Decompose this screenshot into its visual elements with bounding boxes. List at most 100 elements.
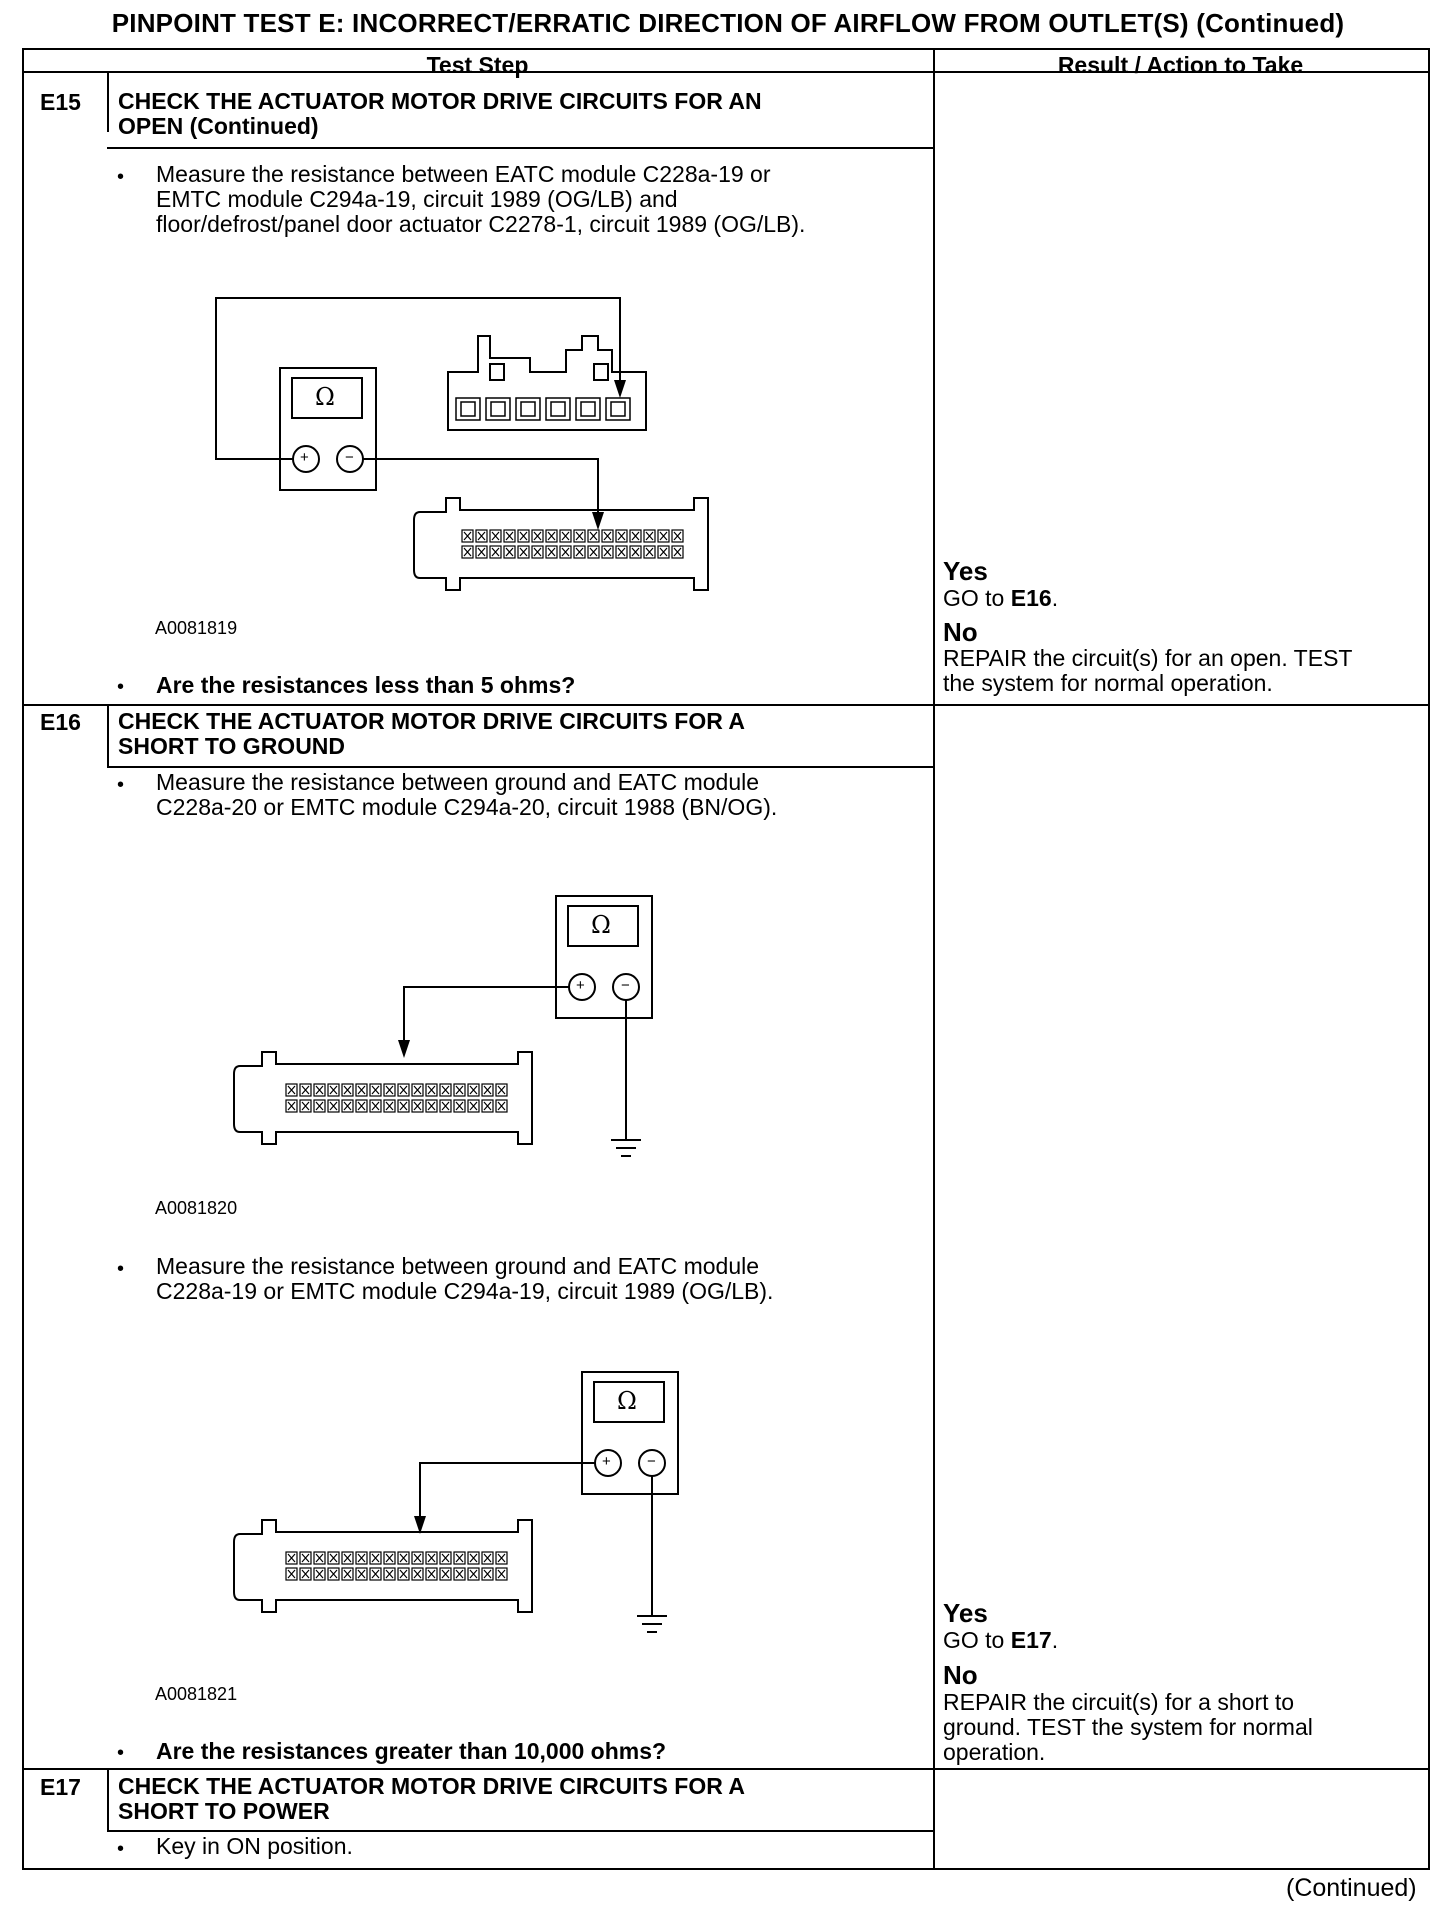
bullet: •: [117, 774, 125, 796]
connector-pin: [573, 545, 586, 559]
connector-pin: [643, 545, 656, 559]
connector-pin: [657, 545, 670, 559]
connector-pin: [313, 1567, 326, 1581]
connector-pin: [453, 1567, 466, 1581]
step-id: E16: [40, 709, 81, 735]
connector-pin: [489, 545, 502, 559]
connector-pin: [453, 1083, 466, 1097]
connector-pin: [355, 1099, 368, 1113]
figure-id: A0081820: [155, 1198, 238, 1218]
connector-pin: [481, 1083, 494, 1097]
connector-pin: [383, 1551, 396, 1565]
connector-pin: [341, 1099, 354, 1113]
step-rule: [24, 704, 1428, 706]
connector-pin: [313, 1099, 326, 1113]
connector-pin: [475, 529, 488, 543]
connector-pin: [467, 1083, 480, 1097]
connector-pin: [383, 1083, 396, 1097]
header-rule: [24, 71, 1428, 73]
actuator-pin: [605, 397, 631, 421]
connector-pin: [355, 1083, 368, 1097]
connector-pin: [327, 1099, 340, 1113]
pinpoint-test-table: [22, 48, 1430, 1870]
actuator-connector: [447, 335, 647, 431]
connector-pin: [601, 529, 614, 543]
module-connector: [233, 1519, 533, 1613]
connector-pin: [461, 545, 474, 559]
connector-pin: [495, 1551, 508, 1565]
connector-pin: [411, 1083, 424, 1097]
connector-pin: [467, 1551, 480, 1565]
connector-pin: [425, 1551, 438, 1565]
connector-pin: [587, 545, 600, 559]
ohm-symbol: Ω: [617, 1387, 637, 1415]
connector-pin: [601, 545, 614, 559]
connector-pin: [531, 529, 544, 543]
result-no-label: No: [943, 617, 978, 647]
ohmmeter: [581, 1371, 679, 1495]
ohmmeter: [555, 895, 653, 1019]
connector-pin: [285, 1083, 298, 1097]
step-id-divider: [107, 1770, 109, 1830]
connector-pin: [559, 529, 572, 543]
connector-pin: [643, 529, 656, 543]
connector-pin: [397, 1567, 410, 1581]
actuator-pin: [485, 397, 511, 421]
page-title: PINPOINT TEST E: INCORRECT/ERRATIC DIREC…: [111, 8, 1345, 38]
connector-pin: [495, 1083, 508, 1097]
connector-pin: [531, 545, 544, 559]
step-title-rule: [107, 1830, 933, 1832]
bullet: •: [117, 676, 125, 698]
connector-pin: [657, 529, 670, 543]
connector-pin: [299, 1567, 312, 1581]
instruction-text: Key in ON position.: [156, 1833, 353, 1859]
connector-pin: [369, 1567, 382, 1581]
result-yes-label: Yes: [943, 556, 988, 586]
connector-pin: [517, 529, 530, 543]
connector-pin: [475, 545, 488, 559]
result-yes-label: Yes: [943, 1598, 988, 1628]
figure-id: A0081819: [155, 618, 238, 638]
connector-pin: [285, 1551, 298, 1565]
module-connector: [413, 497, 709, 591]
connector-pin: [453, 1099, 466, 1113]
result-yes-action: GO to E17.: [943, 1627, 1059, 1653]
result-no-label: No: [943, 1660, 978, 1690]
connector-pin: [369, 1099, 382, 1113]
connector-pin: [299, 1551, 312, 1565]
connector-pin: [313, 1551, 326, 1565]
connector-pin: [425, 1099, 438, 1113]
connector-pin: [503, 545, 516, 559]
instruction-text: Measure the resistance between ground an…: [156, 1253, 774, 1304]
step-title: CHECK THE ACTUATOR MOTOR DRIVE CIRCUITS …: [118, 1773, 745, 1824]
connector-pin: [439, 1083, 452, 1097]
connector-pin: [355, 1567, 368, 1581]
connector-pin: [545, 529, 558, 543]
connector-pin: [439, 1551, 452, 1565]
plus-terminal: +: [300, 449, 309, 466]
connector-pin: [587, 529, 600, 543]
step-question: Are the resistances greater than 10,000 …: [156, 1738, 667, 1764]
connector-pin: [461, 529, 474, 543]
connector-pin: [285, 1567, 298, 1581]
connector-pin: [495, 1099, 508, 1113]
connector-pin: [629, 545, 642, 559]
ohm-symbol: Ω: [315, 383, 335, 411]
step-id-divider: [107, 72, 109, 132]
step-id: E15: [40, 89, 81, 115]
connector-pin: [327, 1083, 340, 1097]
connector-pin: [615, 529, 628, 543]
connector-pin: [327, 1551, 340, 1565]
connector-pin: [383, 1567, 396, 1581]
connector-pin: [341, 1551, 354, 1565]
connector-pin: [285, 1099, 298, 1113]
connector-pin: [341, 1083, 354, 1097]
continued-footer: (Continued): [1286, 1874, 1417, 1902]
connector-pin: [545, 545, 558, 559]
bullet: •: [117, 1258, 125, 1280]
actuator-pin: [515, 397, 541, 421]
connector-pin: [355, 1551, 368, 1565]
